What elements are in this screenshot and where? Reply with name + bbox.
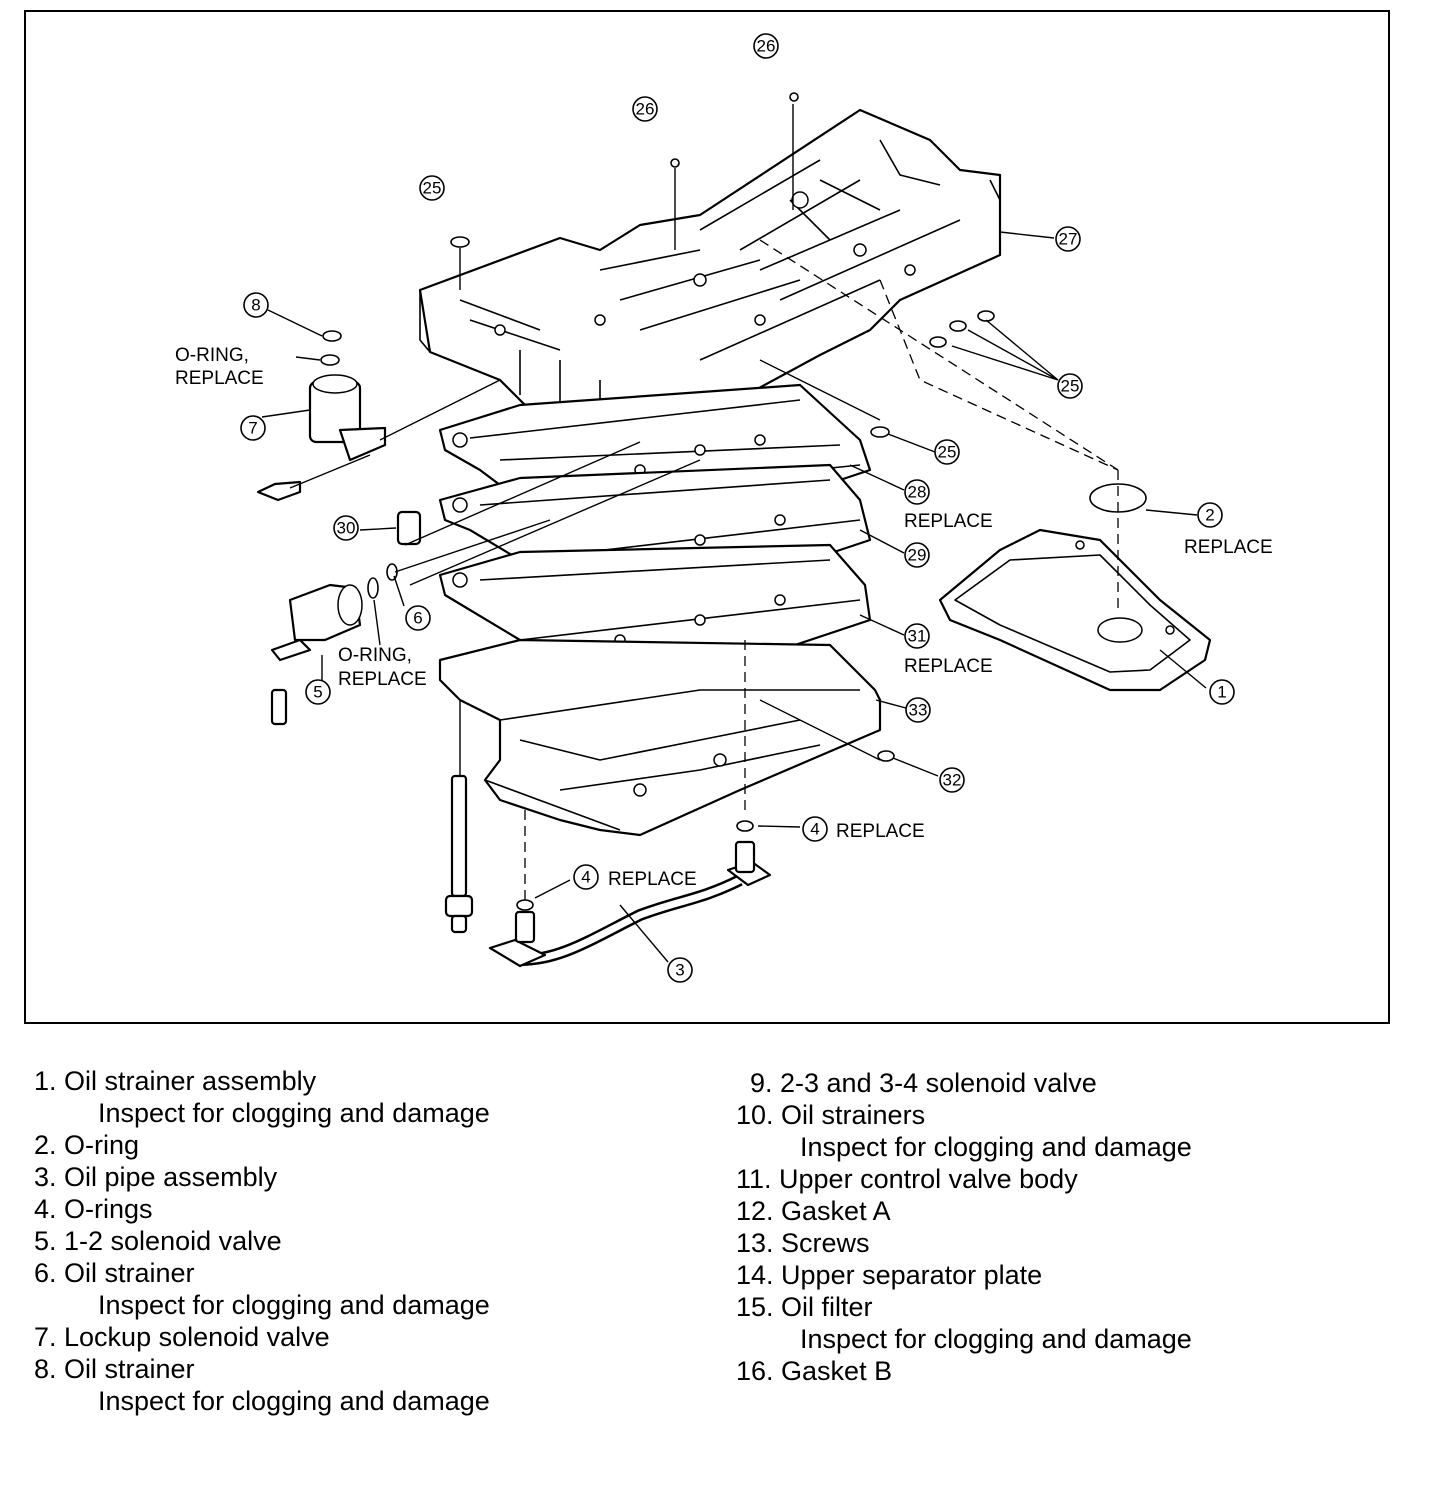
callout-32: 32: [939, 767, 965, 793]
callout-4-left: 4: [573, 864, 599, 890]
lower-valve-body: [438, 638, 882, 837]
callout-27: 27: [1055, 226, 1081, 252]
callouts: 26 26 25 27 8 25 7 25 28 2 30 29 6 31 5 …: [240, 33, 1235, 983]
one-two-solenoid: [270, 563, 398, 726]
svg-text:27: 27: [1059, 230, 1078, 249]
svg-text:28: 28: [908, 483, 927, 502]
leader-lines: [261, 104, 1207, 963]
callout-3: 3: [667, 957, 693, 983]
ball-26-a: [670, 158, 680, 168]
svg-text:5: 5: [313, 683, 322, 702]
legend-item: 14. Upper separator plate: [736, 1260, 1043, 1290]
svg-text:4: 4: [810, 820, 819, 839]
long-bolt: [444, 774, 474, 934]
legend-item: 8. Oil strainer: [34, 1354, 195, 1384]
callout-29: 29: [904, 542, 930, 568]
svg-text:31: 31: [908, 627, 927, 646]
callout-5: 5: [305, 679, 331, 705]
label-oring-mid-2: REPLACE: [338, 669, 427, 690]
label-replace-28: REPLACE: [904, 511, 993, 532]
callout-25-mid: 25: [934, 439, 960, 465]
legend-item: 10. Oil strainers: [736, 1100, 926, 1130]
label-oring-top-1: O-RING,: [175, 345, 249, 366]
legend-item: 15. Oil filter: [736, 1292, 873, 1322]
callout-25-top: 25: [419, 175, 445, 201]
o-ring-32: [877, 750, 895, 762]
svg-text:25: 25: [423, 179, 442, 198]
svg-text:2: 2: [1205, 506, 1214, 525]
lockup-solenoid: [256, 330, 387, 502]
legend-item: 2. O-ring: [34, 1130, 140, 1160]
callout-6: 6: [405, 605, 431, 631]
legend-item: 4. O-rings: [34, 1194, 153, 1224]
svg-text:29: 29: [908, 546, 927, 565]
svg-text:7: 7: [248, 419, 257, 438]
callout-2: 2: [1197, 502, 1223, 528]
svg-text:6: 6: [413, 609, 422, 628]
svg-text:4: 4: [581, 868, 590, 887]
svg-text:3: 3: [675, 961, 684, 980]
legend-item: 7. Lockup solenoid valve: [34, 1322, 330, 1352]
legend-item: 1. Oil strainer assembly: [34, 1066, 317, 1096]
callout-26-top: 26: [753, 33, 779, 59]
label-replace-4-left: REPLACE: [608, 869, 697, 890]
o-ring-25-d: [949, 320, 967, 332]
legend-item: 16. Gasket B: [736, 1356, 893, 1386]
legend-note: Inspect for clogging and damage: [98, 1386, 490, 1416]
callout-8: 8: [243, 292, 269, 318]
legend-note: Inspect for clogging and damage: [800, 1324, 1192, 1354]
o-ring-25-c: [929, 336, 947, 348]
callout-28: 28: [904, 479, 930, 505]
label-replace-4-right: REPLACE: [836, 821, 925, 842]
exploded-view-drawing: 26 26 25 27 8 25 7 25 28 2 30 29 6 31 5 …: [175, 33, 1273, 983]
legend-item: 5. 1-2 solenoid valve: [34, 1226, 282, 1256]
svg-text:25: 25: [938, 443, 957, 462]
legend-item: 9. 2-3 and 3-4 solenoid valve: [750, 1068, 1097, 1098]
label-oring-mid-1: O-RING,: [338, 645, 412, 666]
callout-33: 33: [905, 697, 931, 723]
legend-item: 11. Upper control valve body: [736, 1164, 1078, 1194]
legend-note: Inspect for clogging and damage: [98, 1290, 490, 1320]
callout-1: 1: [1209, 679, 1235, 705]
legend-note: Inspect for clogging and damage: [98, 1098, 490, 1128]
legend-note: Inspect for clogging and damage: [800, 1132, 1192, 1162]
oil-pipe-assembly: [488, 820, 772, 968]
label-oring-top-2: REPLACE: [175, 368, 264, 389]
legend-item: 3. Oil pipe assembly: [34, 1162, 278, 1192]
o-ring-25-e: [977, 310, 995, 322]
svg-text:26: 26: [636, 100, 655, 119]
svg-text:30: 30: [337, 519, 356, 538]
callout-25-right: 25: [1057, 373, 1083, 399]
diagram-frame: [24, 10, 1390, 1024]
svg-text:26: 26: [757, 37, 776, 56]
legend-item: 13. Screws: [736, 1228, 870, 1258]
callout-26: 26: [632, 96, 658, 122]
callout-4-right: 4: [802, 816, 828, 842]
o-ring-25-b: [870, 426, 890, 438]
callout-7: 7: [240, 415, 266, 441]
text-labels: O-RING, REPLACE REPLACE REPLACE O-RING, …: [175, 345, 1273, 890]
svg-text:32: 32: [943, 771, 962, 790]
legend-item: 12. Gasket A: [736, 1196, 891, 1226]
label-replace-31: REPLACE: [904, 656, 993, 677]
svg-text:1: 1: [1217, 683, 1226, 702]
svg-text:8: 8: [251, 296, 260, 315]
legend-item: 6. Oil strainer: [34, 1258, 195, 1288]
oil-strainer-assembly: [938, 528, 1212, 692]
svg-text:25: 25: [1061, 377, 1080, 396]
label-replace-2: REPLACE: [1184, 537, 1273, 558]
callout-30: 30: [333, 515, 359, 541]
ball-26-b: [789, 92, 799, 102]
o-ring-25-a: [450, 236, 470, 248]
callout-31: 31: [904, 623, 930, 649]
svg-text:33: 33: [909, 701, 928, 720]
